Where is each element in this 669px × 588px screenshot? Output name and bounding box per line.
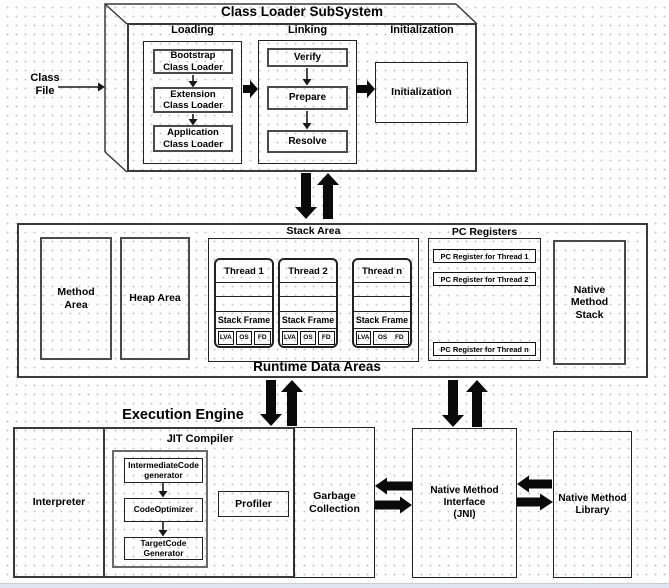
classloader-3d-corner <box>104 151 128 173</box>
thread-1-empty-frame-row <box>216 283 272 297</box>
thread-2-title: Thread 2 <box>280 260 336 283</box>
fd-cell: FD <box>317 330 335 345</box>
os-cell: OS <box>235 330 253 345</box>
thread-n-empty-frame-row <box>354 297 410 312</box>
thread-1-title: Thread 1 <box>216 260 272 283</box>
application-class-loader-box: Application Class Loader <box>153 125 233 152</box>
jit-compiler-title: JIT Compiler <box>166 433 234 445</box>
fd-cell: FD <box>253 330 271 345</box>
thread-1-box: Thread 1 Stack Frame LVA OS FD <box>214 258 274 348</box>
runtime-data-areas-container <box>17 223 648 378</box>
pc-register-thread-1: PC Register for Thread 1 <box>433 249 536 263</box>
classloader-to-runtime-down-arrow <box>295 173 317 219</box>
linking-section-title: Linking <box>287 24 328 36</box>
jit-compiler-container <box>112 450 208 568</box>
code-optimizer-box: CodeOptimizer <box>124 498 203 522</box>
thread-1-empty-frame-row <box>216 297 272 312</box>
class-loader-subsystem-title: Class Loader SubSystem <box>220 4 384 19</box>
thread-n-empty-frame-row <box>354 283 410 297</box>
verify-box: Verify <box>267 48 348 67</box>
execution-engine-title: Execution Engine <box>122 407 244 423</box>
runtime-to-classloader-up-arrow <box>317 173 339 219</box>
os-label: OS <box>377 334 388 341</box>
thread-2-empty-frame-row <box>280 297 336 312</box>
thread-n-frame-cells: LVA OS FD <box>354 329 410 346</box>
garbage-collection-box: Garbage Collection <box>294 427 375 578</box>
initialization-box: Initialization <box>375 62 468 123</box>
native-method-library-box: Native Method Library <box>553 431 632 578</box>
lva-cell: LVA <box>281 330 299 345</box>
library-to-jni-arrow <box>517 475 552 493</box>
thread-n-box: Thread n Stack Frame LVA OS FD <box>352 258 412 348</box>
stack-area-container <box>208 238 419 362</box>
fd-label: FD <box>394 334 404 341</box>
class-file-label: Class File <box>30 72 60 97</box>
class-file-arrowhead-icon <box>98 82 105 92</box>
initialization-section-title: Initialization <box>390 24 454 36</box>
bootstrap-class-loader-box: Bootstrap Class Loader <box>153 49 233 74</box>
thread-2-box: Thread 2 Stack Frame LVA OS FD <box>278 258 338 348</box>
window-bottom-strip <box>0 583 669 588</box>
pc-registers-container <box>428 238 541 361</box>
pc-registers-title: PC Registers <box>451 226 518 238</box>
thread-2-empty-frame-row <box>280 283 336 297</box>
heap-area-box: Heap Area <box>120 237 190 360</box>
runtime-data-areas-title: Runtime Data Areas <box>253 359 381 374</box>
stack-area-title: Stack Area <box>286 225 341 237</box>
thread-1-stack-frame-label: Stack Frame <box>216 312 272 329</box>
prepare-box: Prepare <box>267 86 348 110</box>
runtime-to-jni-down-arrow <box>442 380 464 427</box>
interpreter-cell: Interpreter <box>15 429 105 576</box>
execution-to-runtime-up-arrow <box>281 380 303 426</box>
target-code-generator-box: TargetCode Generator <box>124 537 203 560</box>
lva-cell: LVA <box>355 330 372 345</box>
method-area-box: Method Area <box>40 237 112 360</box>
native-method-stack-box: Native Method Stack <box>553 240 626 365</box>
classloader-3d-corner <box>104 3 128 25</box>
extension-class-loader-box: Extension Class Loader <box>153 87 233 113</box>
jni-to-library-arrow <box>517 493 553 511</box>
thread-n-title: Thread n <box>354 260 410 283</box>
resolve-box: Resolve <box>267 130 348 153</box>
lva-cell: LVA <box>217 330 235 345</box>
thread-1-frame-cells: LVA OS FD <box>216 329 272 346</box>
intermediate-code-generator-box: IntermediateCode generator <box>124 458 203 483</box>
native-method-interface-jni-box: Native Method Interface (JNI) <box>412 428 517 578</box>
jni-to-gc-arrow <box>375 477 412 495</box>
profiler-box: Profiler <box>218 491 289 517</box>
pc-register-thread-2: PC Register for Thread 2 <box>433 272 536 286</box>
os-fd-cell: OS FD <box>372 330 409 345</box>
pc-register-thread-n: PC Register for Thread n <box>433 342 536 356</box>
thread-2-stack-frame-label: Stack Frame <box>280 312 336 329</box>
runtime-to-execution-down-arrow <box>260 380 282 426</box>
loading-section-title: Loading <box>171 24 214 36</box>
jni-to-runtime-up-arrow <box>466 380 488 427</box>
gc-to-jni-arrow <box>375 496 412 514</box>
os-cell: OS <box>299 330 317 345</box>
thread-n-stack-frame-label: Stack Frame <box>354 312 410 329</box>
thread-2-frame-cells: LVA OS FD <box>280 329 336 346</box>
